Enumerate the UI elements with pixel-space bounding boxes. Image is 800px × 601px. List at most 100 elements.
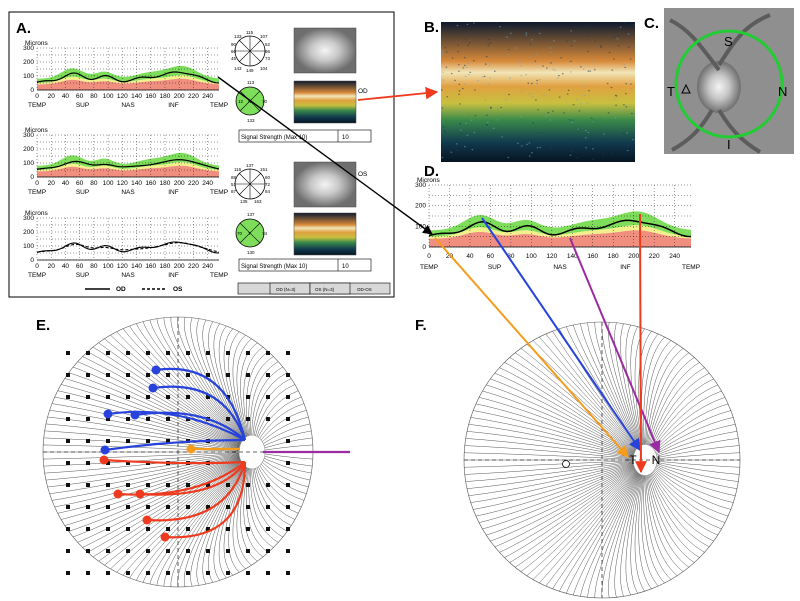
speckle-dot (585, 137, 587, 139)
fundus-vessels (669, 13, 771, 154)
svg-text:45: 45 (231, 56, 237, 61)
blue-field-point (148, 383, 158, 393)
speckle-dot (518, 135, 520, 137)
x-tick-label: 200 (628, 253, 639, 260)
speckle-dot (549, 119, 551, 121)
speckle-dot (600, 45, 602, 47)
nerve-fiber (643, 459, 665, 584)
visual-field-point (286, 527, 290, 531)
footer-diff: OD-OS (357, 287, 372, 292)
speckle-dot (459, 109, 461, 112)
region-label: TEMP (28, 189, 46, 196)
nerve-fiber (644, 357, 695, 461)
nerve-fiber (73, 366, 253, 453)
speckle-dot (520, 90, 523, 92)
speckle-dot (456, 24, 459, 27)
visual-field-point (286, 351, 290, 355)
visual-field-point (186, 417, 190, 421)
x-tick-label: 60 (487, 253, 495, 260)
speckle-dot (600, 138, 603, 140)
blue-fiber-bundle (134, 411, 246, 441)
nerve-fiber (104, 338, 253, 453)
nerve-fiber (49, 451, 253, 494)
nerve-fiber (644, 459, 689, 568)
speckle-dot (488, 64, 491, 67)
speckle-dot (533, 31, 536, 33)
nerve-fiber (465, 459, 646, 482)
visual-field-point (226, 417, 230, 421)
speckle-dot (441, 53, 444, 55)
visual-field-point (106, 395, 110, 399)
x-tick-label: 80 (507, 253, 515, 260)
y-tick-label: 200 (415, 203, 426, 210)
panel-c-letter: C. (644, 15, 659, 32)
visual-field-point (86, 439, 90, 443)
svg-text:163: 163 (254, 199, 262, 204)
triangle-marker (681, 83, 691, 94)
nerve-fiber (644, 459, 684, 572)
speckle-dot (616, 38, 619, 40)
nerve-fiber (468, 459, 646, 496)
region-label: TEMP (28, 102, 46, 109)
speckle-dot (570, 45, 573, 47)
visual-field-point (286, 505, 290, 509)
svg-text:84: 84 (265, 189, 271, 194)
visual-field-point (66, 351, 70, 355)
speckle-dot (608, 51, 611, 54)
visual-field-point (166, 483, 170, 487)
region-label: INF (168, 102, 179, 109)
visual-field-point (206, 549, 210, 553)
speckle-dot (614, 98, 616, 100)
region-label: INF (168, 189, 179, 196)
svg-text:137: 137 (246, 163, 254, 168)
visual-field-point (86, 417, 90, 421)
speckle-dot (537, 109, 539, 111)
nerve-fiber (243, 346, 264, 453)
nerve-fiber (184, 317, 253, 453)
speckle-dot (606, 82, 609, 85)
speckle-dot (487, 44, 490, 47)
visual-field-point (146, 417, 150, 421)
red-fiber-bundle (164, 461, 247, 539)
nerve-fiber (223, 451, 253, 576)
visual-field-point (266, 395, 270, 399)
nerve-fiber (620, 323, 646, 461)
x-tick-label: 160 (587, 253, 598, 260)
nerve-fiber (520, 459, 646, 572)
speckle-dot (466, 134, 469, 136)
connector-arrows (217, 76, 661, 474)
speckle-dot (569, 60, 572, 62)
arrow-purple (569, 237, 661, 454)
speckle-dot (631, 109, 633, 111)
od-signal-strength-box: Signal Strength (Max 10) 10 (238, 129, 372, 143)
visual-field-point (186, 549, 190, 553)
speckle-dot (486, 55, 488, 58)
speckle-dot (625, 83, 627, 85)
nerve-fiber (129, 325, 253, 453)
y-tick-label: 200 (23, 59, 34, 66)
x-tick-label: 220 (188, 263, 199, 270)
nerve-fiber (594, 322, 646, 461)
speckle-dot (534, 30, 537, 33)
visual-field-point (86, 505, 90, 509)
speckle-dot (508, 93, 510, 96)
svg-text:88: 88 (231, 175, 237, 180)
visual-field-point (146, 373, 150, 377)
y-tick-label: 200 (23, 229, 34, 236)
os-oct-thumbnail (293, 212, 357, 256)
nerve-fiber (545, 333, 646, 461)
orange-field-point (186, 444, 196, 454)
x-tick-label: 220 (188, 180, 199, 187)
speckle-dot (441, 50, 444, 52)
speckle-dot (464, 64, 466, 67)
svg-text:74: 74 (262, 231, 268, 236)
x-tick-label: 0 (35, 180, 39, 187)
speckle-dot (546, 67, 548, 69)
speckle-dot (463, 56, 466, 59)
visual-field-point (86, 571, 90, 575)
y-tick-label: 0 (30, 174, 34, 181)
speckle-dot (505, 98, 507, 100)
svg-text:133: 133 (234, 34, 242, 39)
visual-field-point (146, 395, 150, 399)
x-tick-label: 0 (35, 263, 39, 270)
